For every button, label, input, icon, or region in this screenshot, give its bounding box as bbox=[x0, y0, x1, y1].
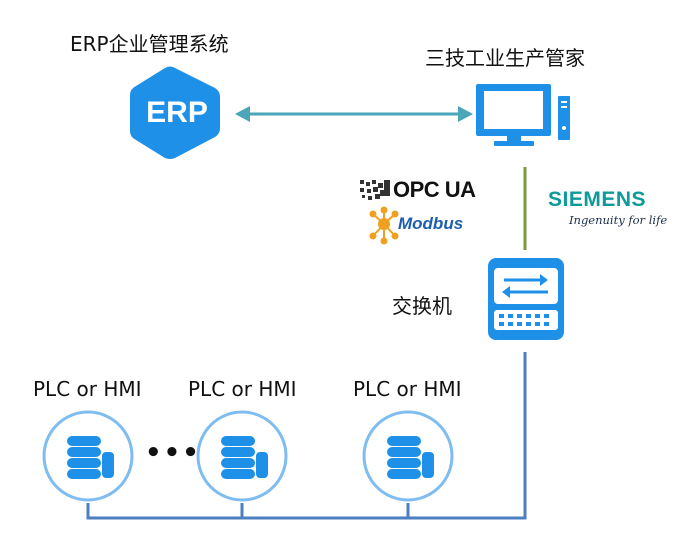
erp-system-title: ERP企业管理系统 bbox=[70, 32, 229, 56]
siemens-logo-text: SIEMENS bbox=[548, 188, 647, 211]
plc-hmi-label-3: PLC or HMI bbox=[353, 377, 462, 401]
database-icon bbox=[362, 410, 454, 502]
erp-mes-arrow bbox=[235, 106, 473, 122]
modbus-logo-text: Modbus bbox=[398, 214, 464, 233]
opc-ua-logo-text: OPC UA bbox=[393, 177, 476, 202]
erp-badge-label: ERP bbox=[146, 96, 208, 129]
network-switch-icon bbox=[488, 258, 564, 340]
siemens-slogan: Ingenuity for life bbox=[569, 213, 668, 227]
field-bus-wiring bbox=[86, 352, 527, 520]
mes-system-title: 三技工业生产管家 bbox=[425, 46, 585, 70]
switch-label: 交换机 bbox=[392, 294, 452, 318]
erp-hexagon-icon bbox=[130, 66, 220, 159]
plc-hmi-label-2: PLC or HMI bbox=[188, 377, 297, 401]
plc-hmi-label-1: PLC or HMI bbox=[33, 377, 142, 401]
modbus-logo-icon bbox=[369, 206, 399, 245]
database-icon bbox=[196, 410, 288, 502]
opc-logo-icon bbox=[360, 180, 390, 200]
computer-monitor-icon bbox=[476, 84, 570, 146]
ellipsis: ••• bbox=[145, 438, 201, 468]
database-icon bbox=[42, 410, 134, 502]
